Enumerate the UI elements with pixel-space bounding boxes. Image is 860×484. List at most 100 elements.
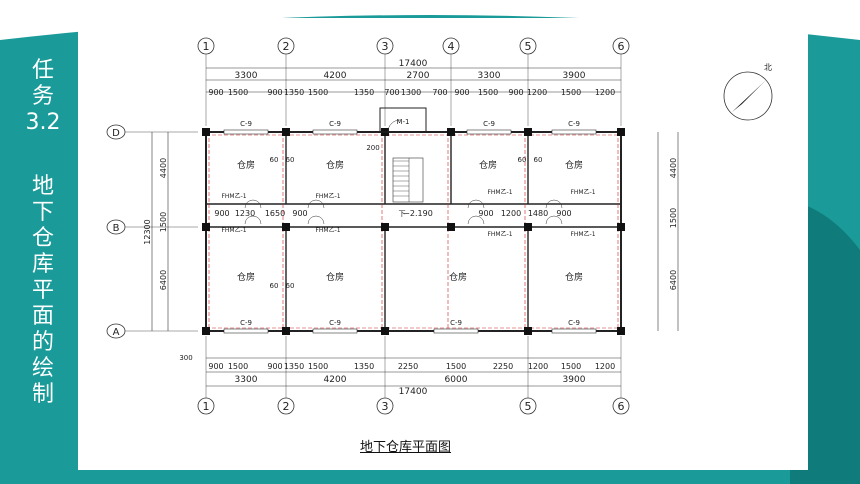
corridor-dim: 900 — [214, 209, 229, 218]
structural-column — [282, 223, 290, 231]
dim-row-left: 4400 — [159, 158, 168, 178]
fire-door-swing — [307, 215, 325, 225]
entrance-vestibule — [379, 107, 427, 133]
fire-door-swing — [467, 215, 485, 225]
dim-bay-top: 2700 — [407, 71, 430, 81]
dim-row-right: 1500 — [669, 208, 678, 228]
axis-label-top: 5 — [525, 40, 532, 53]
structural-column — [447, 128, 455, 136]
drawing-caption: 地下仓库平面图 — [360, 440, 452, 455]
dim-detail-top: 1500 — [228, 88, 248, 97]
structural-column — [617, 128, 625, 136]
window-top — [312, 129, 358, 135]
window-top — [551, 129, 597, 135]
drawing-panel — [78, 18, 808, 470]
dim-bay-top: 3900 — [563, 71, 586, 81]
fire-door-label: FHM乙-1 — [315, 193, 340, 200]
axis-label-top: 6 — [618, 40, 625, 53]
window-top — [223, 129, 269, 135]
dim-detail-top: 1200 — [527, 88, 547, 97]
dim-detail-top: 1200 — [595, 88, 615, 97]
room-label: 仓房 — [479, 159, 497, 171]
window-bottom — [551, 328, 597, 334]
title-char: 绘 — [31, 356, 54, 381]
axis-label-left: B — [113, 223, 120, 234]
axis-label-top: 2 — [283, 40, 290, 53]
dim-row-left: 6400 — [159, 270, 168, 290]
fire-door-swing — [244, 199, 262, 209]
dim-detail-bottom: 2250 — [398, 362, 418, 371]
dim-detail-top: 900 — [508, 88, 523, 97]
task-number: 任 务 3.2 — [22, 58, 64, 136]
north-label: 北 — [764, 63, 772, 72]
title-char: 仓 — [31, 226, 54, 251]
axis-label-bottom: 3 — [382, 400, 389, 413]
slide-side-title: 任 务 3.2 地 下 仓 库 平 面 的 绘 制 — [22, 58, 64, 408]
stair-down-label: 下 — [399, 210, 406, 218]
dim-detail-bottom: 900 — [267, 362, 282, 371]
outer-wall — [205, 131, 622, 332]
title-char: 3.2 — [25, 110, 61, 135]
room-label: 仓房 — [565, 159, 583, 171]
dim-detail-top: 900 — [208, 88, 223, 97]
corridor-dim: 1650 — [265, 209, 285, 218]
dim-detail-top: 900 — [267, 88, 282, 97]
window-bottom — [223, 328, 269, 334]
window-bottom — [433, 328, 479, 334]
structural-column — [282, 128, 290, 136]
dim-detail-bottom: 1350 — [354, 362, 374, 371]
dim-detail-top: 700 — [432, 88, 447, 97]
dim-detail-bottom: 1500 — [446, 362, 466, 371]
fire-door-swing — [545, 215, 563, 225]
dim-detail-top: 700 — [384, 88, 399, 97]
wall-note: 300 — [179, 354, 192, 362]
col-gap-note: 60 — [270, 156, 279, 164]
dim-detail-top: 1500 — [478, 88, 498, 97]
fire-door-swing — [244, 215, 262, 225]
title-char: 的 — [31, 330, 54, 355]
axis-label-bottom: 2 — [283, 400, 290, 413]
axis-label-bottom: 1 — [203, 400, 210, 413]
structural-column — [381, 327, 389, 335]
col-gap-note: 60 — [534, 156, 543, 164]
title-char: 任 — [31, 58, 54, 83]
corridor-dim: 900 — [478, 209, 493, 218]
window-bottom — [312, 328, 358, 334]
axis-label-left: A — [113, 327, 120, 338]
north-arrow-needle — [732, 80, 766, 112]
axis-label-bottom: 6 — [618, 400, 625, 413]
structural-column — [524, 223, 532, 231]
room-label: 仓房 — [565, 271, 583, 283]
elevation-label: −2.190 — [403, 209, 433, 218]
stair-block — [392, 157, 424, 203]
dim-detail-top: 1350 — [354, 88, 374, 97]
structural-column — [617, 327, 625, 335]
dim-row-right: 4400 — [669, 158, 678, 178]
structural-column — [617, 223, 625, 231]
window-label: C-9 — [568, 319, 580, 327]
dim-row-left: 1500 — [159, 212, 168, 232]
fire-door-swing — [307, 199, 325, 209]
dim-bay-bottom: 4200 — [324, 375, 347, 385]
col-gap-note: 60 — [286, 156, 295, 164]
fire-door-label: FHM乙-1 — [570, 189, 595, 196]
dim-detail-bottom: 1500 — [308, 362, 328, 371]
structural-column — [202, 128, 210, 136]
window-label: C-9 — [329, 120, 341, 128]
north-arrow-circle — [723, 71, 773, 121]
axis-label-bottom: 5 — [525, 400, 532, 413]
room-label: 仓房 — [326, 271, 344, 283]
fire-door-label: FHM乙-1 — [221, 193, 246, 200]
room-label: 仓房 — [449, 271, 467, 283]
fire-door-label: FHM乙-1 — [487, 189, 512, 196]
dim-detail-bottom: 1200 — [595, 362, 615, 371]
title-char: 制 — [31, 382, 54, 407]
structural-column — [202, 327, 210, 335]
axis-label-top: 4 — [448, 40, 455, 53]
dim-detail-top: 1350 — [284, 88, 304, 97]
structural-column — [282, 327, 290, 335]
axis-label-left: D — [112, 128, 120, 139]
corridor-dim: 1230 — [235, 209, 255, 218]
window-label: C-9 — [568, 120, 580, 128]
dim-total-top: 17400 — [399, 59, 428, 69]
